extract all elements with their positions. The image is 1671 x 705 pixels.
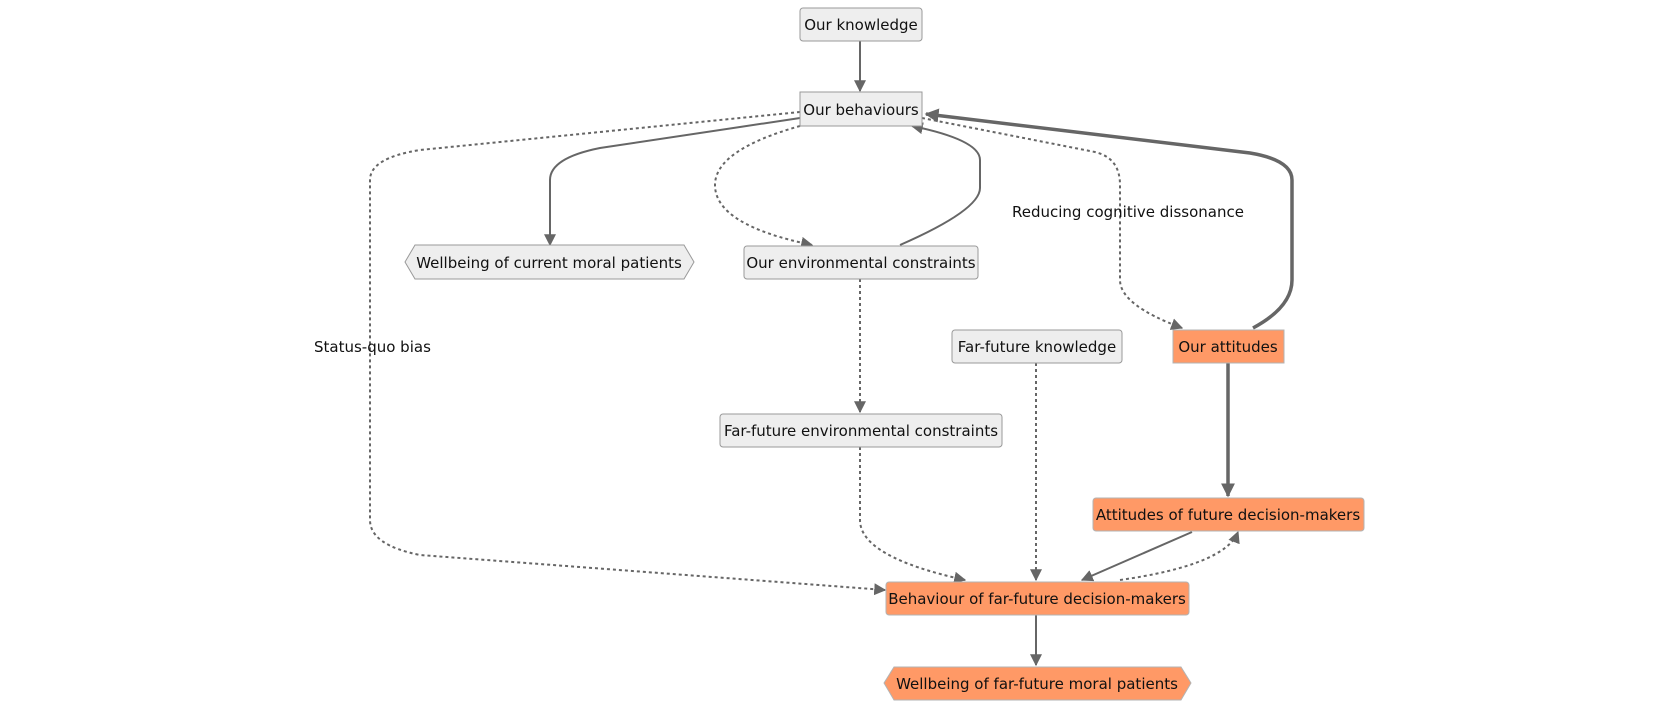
node-label: Wellbeing of current moral patients xyxy=(416,254,682,272)
node-our-behaviours[interactable]: Our behaviours xyxy=(799,91,923,127)
node-far-future-knowledge[interactable]: Far-future knowledge xyxy=(951,329,1123,364)
node-label: Our environmental constraints xyxy=(746,254,975,272)
edge-behaviours-status-quo-to-far-future-dm xyxy=(369,111,887,596)
edge-behaviours-to-attitudes xyxy=(921,117,1184,330)
node-behaviour-far-future-decision-makers[interactable]: Behaviour of far-future decision-makers xyxy=(885,581,1190,616)
node-label: Our attitudes xyxy=(1178,338,1278,356)
edge-behaviours-to-wellbeing-current xyxy=(544,117,801,247)
edge-behaviours-to-env-constraints xyxy=(713,125,814,249)
node-label: Far-future knowledge xyxy=(958,338,1116,356)
node-wellbeing-current-moral-patients[interactable]: Wellbeing of current moral patients xyxy=(404,244,695,280)
edge-far-future-env-to-far-future-dm xyxy=(859,447,967,584)
edge-label-status-quo-bias: Status-quo bias xyxy=(314,338,431,356)
node-our-attitudes[interactable]: Our attitudes xyxy=(1172,329,1285,364)
node-label: Wellbeing of far-future moral patients xyxy=(896,675,1178,693)
node-label: Far-future environmental constraints xyxy=(724,422,998,440)
edge-far-future-dm-to-attitudes-future-dm xyxy=(1119,530,1240,581)
edge-attitudes-future-dm-to-far-future-dm xyxy=(1080,531,1193,582)
edge-attitudes-to-behaviours xyxy=(924,108,1294,330)
edge-env-constraints-to-behaviours xyxy=(899,122,981,246)
node-far-future-environmental-constraints[interactable]: Far-future environmental constraints xyxy=(719,413,1003,448)
edge-label-reducing-cognitive-dissonance: Reducing cognitive dissonance xyxy=(1012,203,1244,221)
node-our-environmental-constraints[interactable]: Our environmental constraints xyxy=(743,245,979,280)
node-wellbeing-far-future-moral-patients[interactable]: Wellbeing of far-future moral patients xyxy=(883,666,1192,701)
node-our-knowledge[interactable]: Our knowledge xyxy=(799,7,923,42)
node-label: Attitudes of future decision-makers xyxy=(1096,506,1360,524)
edges xyxy=(369,40,1294,667)
node-label: Behaviour of far-future decision-makers xyxy=(888,590,1186,608)
node-label: Our knowledge xyxy=(804,16,918,34)
node-label: Our behaviours xyxy=(803,101,919,119)
node-attitudes-future-decision-makers[interactable]: Attitudes of future decision-makers xyxy=(1092,497,1365,532)
